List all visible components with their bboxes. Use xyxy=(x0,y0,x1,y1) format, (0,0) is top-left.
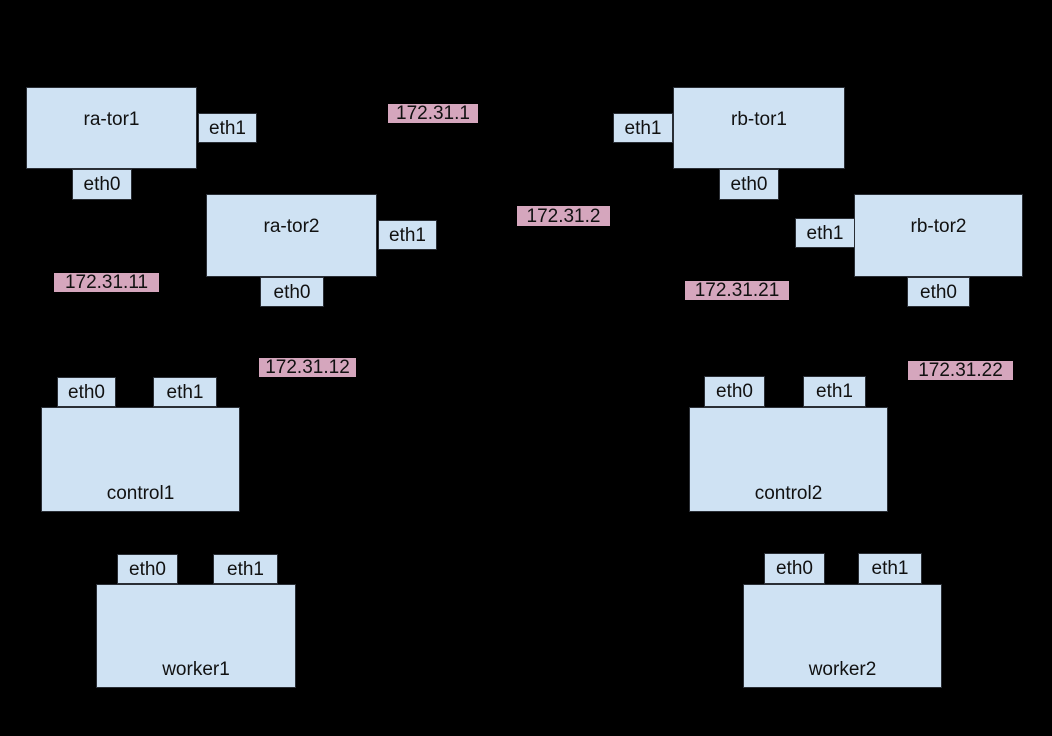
port-control1-eth1-label: eth1 xyxy=(166,381,204,403)
port-rb-tor1-eth0: eth0 xyxy=(719,169,779,200)
port-ra-tor2-eth0-label: eth0 xyxy=(273,281,311,303)
port-worker2-eth1-label: eth1 xyxy=(871,558,909,579)
node-control1: control1 xyxy=(41,407,240,512)
node-rb-tor2-label: rb-tor2 xyxy=(910,216,967,237)
port-control2-eth1-label: eth1 xyxy=(816,381,853,402)
port-ra-tor2-eth0: eth0 xyxy=(260,277,324,307)
port-worker2-eth1: eth1 xyxy=(858,553,922,584)
port-rb-tor2-eth1: eth1 xyxy=(795,218,855,248)
port-ra-tor2-eth1-label: eth1 xyxy=(389,224,426,246)
ip-label-172.31.1: 172.31.1 xyxy=(388,104,478,123)
port-rb-tor1-eth1: eth1 xyxy=(613,113,673,143)
ip-label-172.31.21-label: 172.31.21 xyxy=(694,280,780,301)
node-ra-tor2-label: ra-tor2 xyxy=(263,216,320,237)
node-worker2: worker2 xyxy=(743,584,942,688)
port-control2-eth1: eth1 xyxy=(803,376,866,407)
port-ra-tor1-eth0: eth0 xyxy=(72,169,132,200)
port-worker2-eth0: eth0 xyxy=(764,553,825,584)
ip-label-172.31.11: 172.31.11 xyxy=(54,273,159,292)
port-worker1-eth0-label: eth0 xyxy=(129,558,166,580)
port-worker1-eth0: eth0 xyxy=(117,554,178,584)
ip-label-172.31.22-label: 172.31.22 xyxy=(918,360,1003,381)
node-worker1: worker1 xyxy=(96,584,296,688)
port-control1-eth1: eth1 xyxy=(153,377,217,407)
port-control2-eth0-label: eth0 xyxy=(716,381,753,402)
port-worker2-eth0-label: eth0 xyxy=(776,558,813,579)
port-rb-tor2-eth0: eth0 xyxy=(907,277,970,307)
port-ra-tor2-eth1: eth1 xyxy=(378,220,437,250)
port-rb-tor1-eth1-label: eth1 xyxy=(624,117,662,139)
ip-label-172.31.11-label: 172.31.11 xyxy=(64,272,149,293)
port-rb-tor1-eth0-label: eth0 xyxy=(730,174,768,195)
ip-label-172.31.12: 172.31.12 xyxy=(259,358,356,377)
port-ra-tor1-eth1: eth1 xyxy=(198,113,257,143)
ip-label-172.31.2: 172.31.2 xyxy=(517,206,610,226)
port-control2-eth0: eth0 xyxy=(704,376,765,407)
port-ra-tor1-eth1-label: eth1 xyxy=(209,117,246,139)
node-ra-tor1-label: ra-tor1 xyxy=(83,109,140,130)
port-control1-eth0: eth0 xyxy=(57,377,116,407)
ip-label-172.31.2-label: 172.31.2 xyxy=(526,205,601,227)
ip-label-172.31.21: 172.31.21 xyxy=(685,281,789,300)
node-worker1-label: worker1 xyxy=(162,659,230,680)
node-rb-tor1: rb-tor1 xyxy=(673,87,845,169)
port-worker1-eth1-label: eth1 xyxy=(227,558,264,580)
port-control1-eth0-label: eth0 xyxy=(68,381,105,403)
node-ra-tor2: ra-tor2 xyxy=(206,194,377,277)
node-control2-label: control2 xyxy=(754,483,823,504)
node-ra-tor1: ra-tor1 xyxy=(26,87,197,169)
node-control1-label: control1 xyxy=(106,483,175,504)
port-ra-tor1-eth0-label: eth0 xyxy=(83,174,121,195)
port-rb-tor2-eth0-label: eth0 xyxy=(920,281,957,303)
ip-label-172.31.12-label: 172.31.12 xyxy=(265,357,350,378)
port-worker1-eth1: eth1 xyxy=(213,554,278,584)
ip-label-172.31.1-label: 172.31.1 xyxy=(396,103,470,124)
node-rb-tor1-label: rb-tor1 xyxy=(731,109,787,130)
port-rb-tor2-eth1-label: eth1 xyxy=(806,222,844,244)
ip-label-172.31.22: 172.31.22 xyxy=(908,361,1013,380)
node-rb-tor2: rb-tor2 xyxy=(854,194,1023,277)
node-worker2-label: worker2 xyxy=(808,659,877,680)
node-control2: control2 xyxy=(689,407,888,512)
